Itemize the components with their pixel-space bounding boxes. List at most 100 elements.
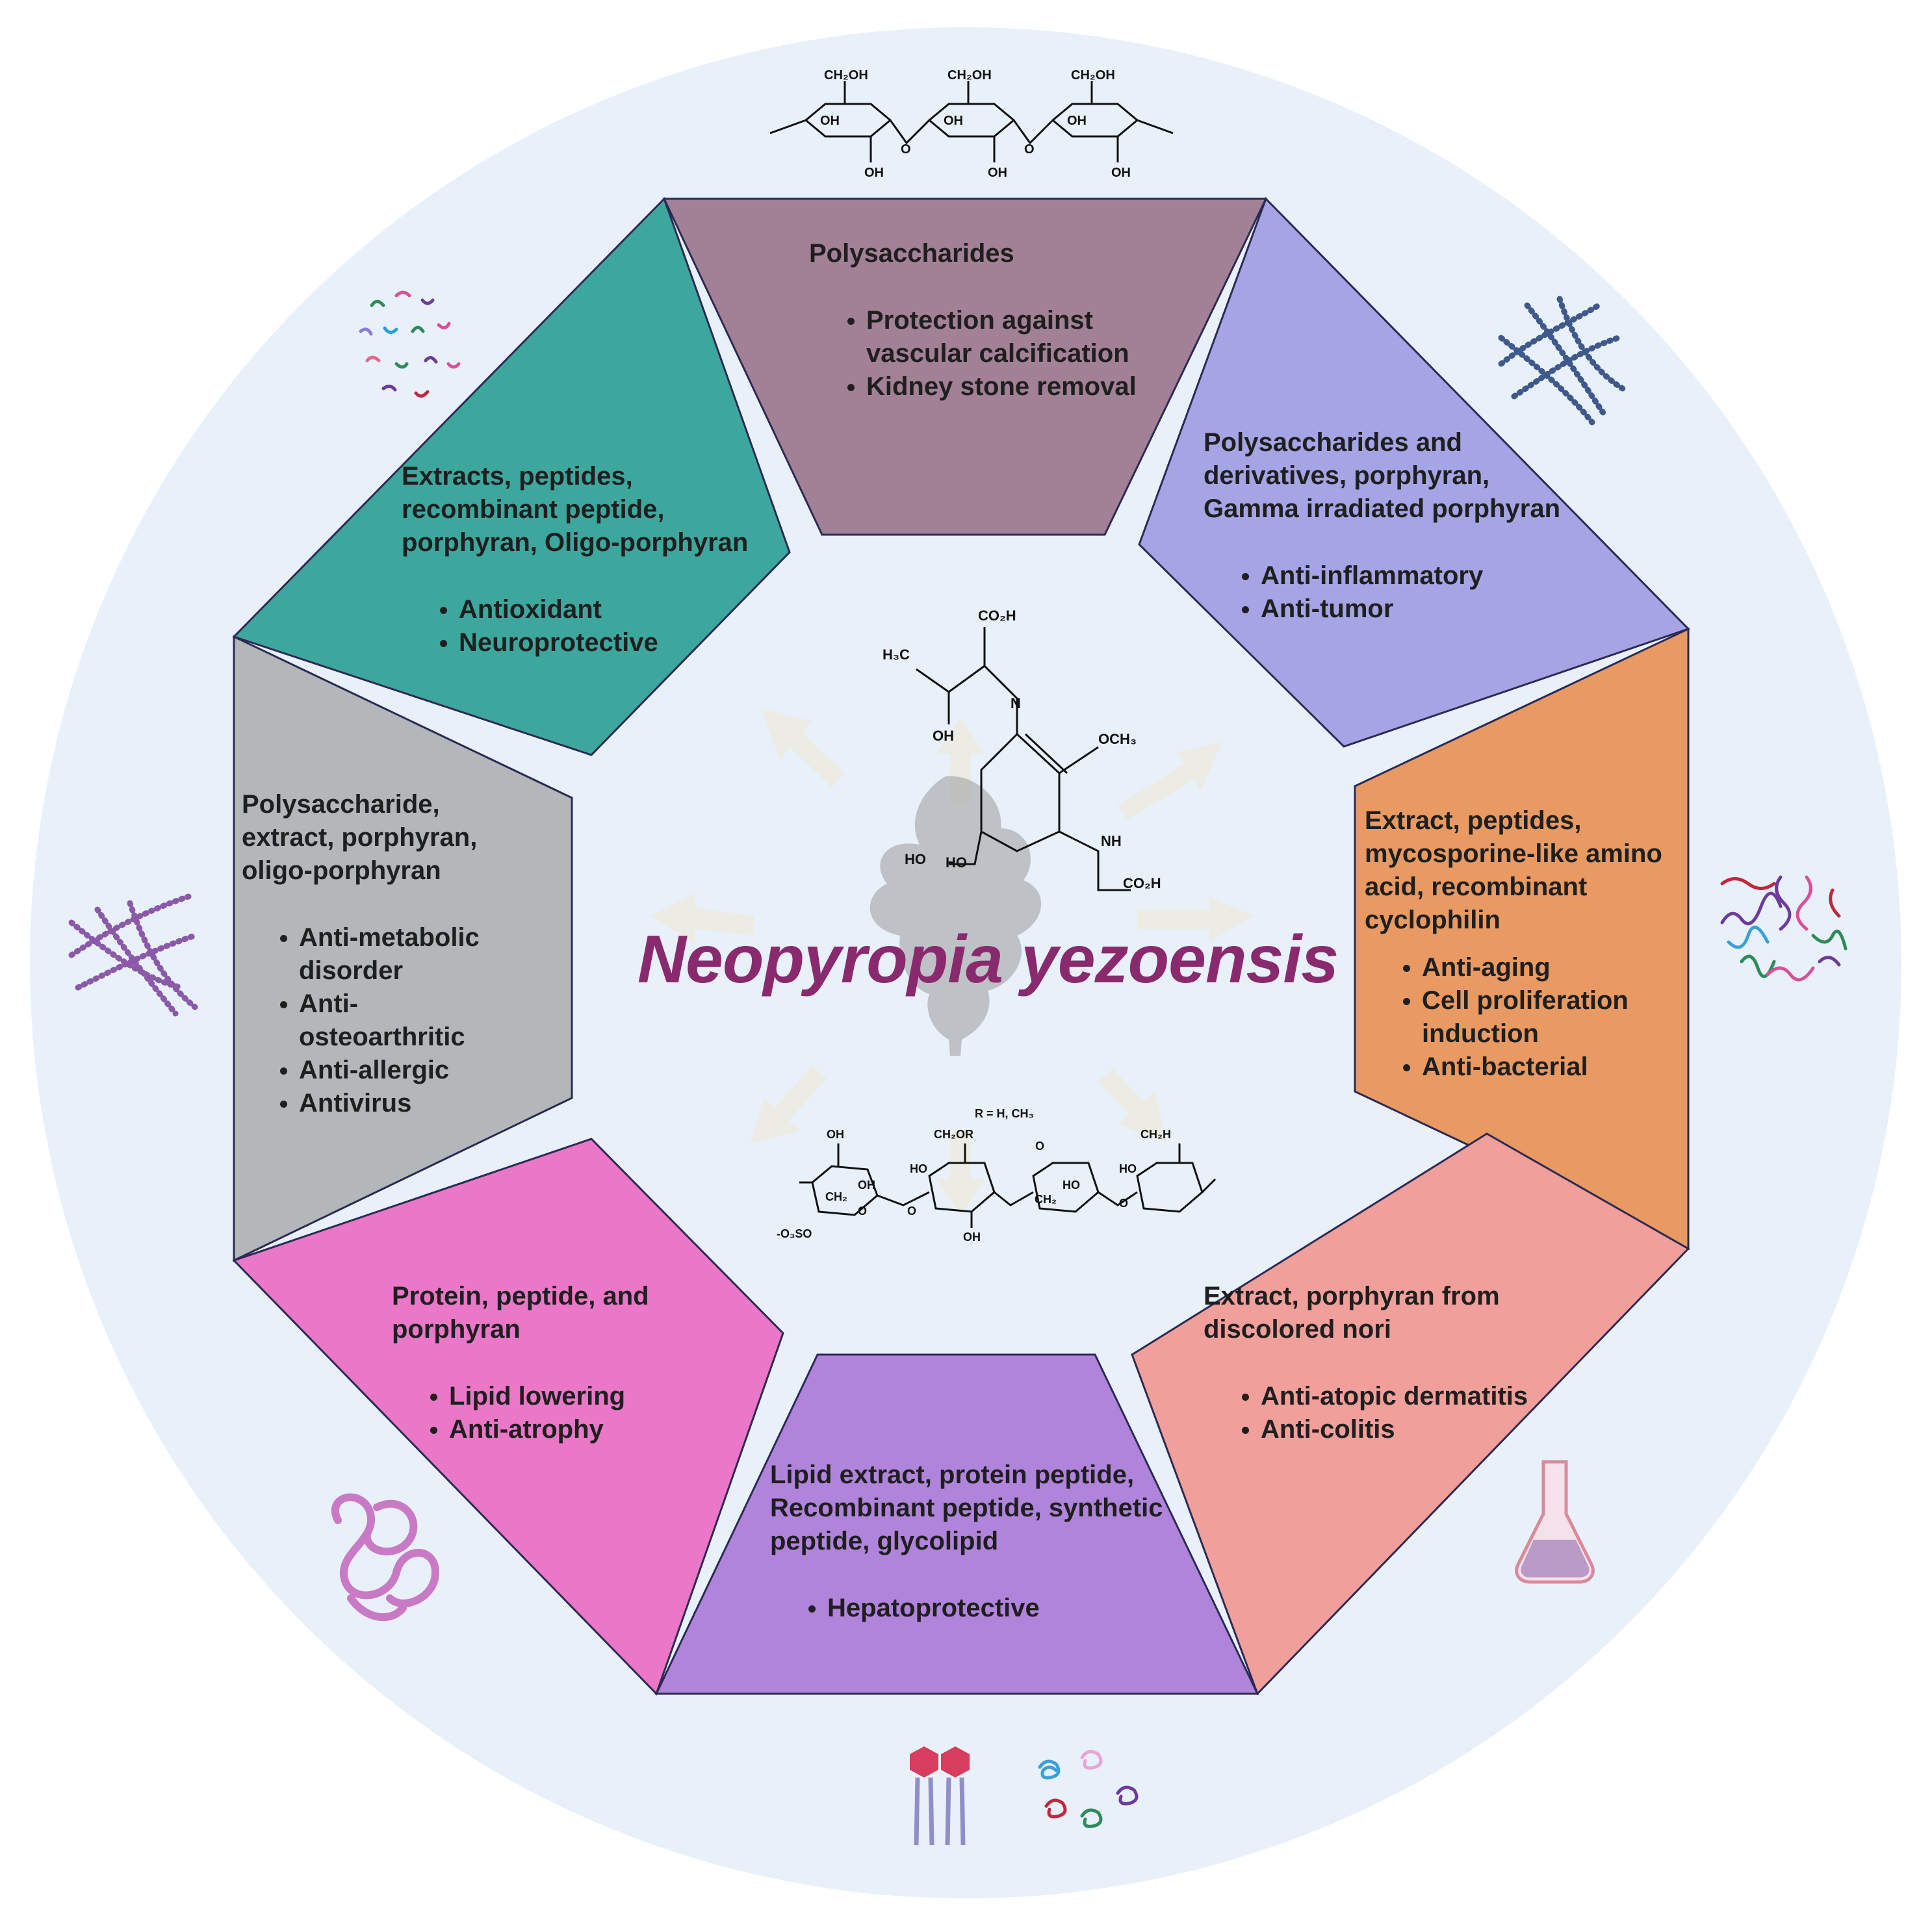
mycosporine-label: CO₂H [1123,875,1161,891]
coil [347,1594,407,1622]
polymer-strand [68,893,192,958]
seaweed-illustration [869,776,1042,1056]
segment-item: Anti-aging [1422,951,1677,984]
chain-label: OH [988,166,1007,180]
segment-item: Anti-osteoarthritic [299,988,502,1054]
squiggle [394,362,409,369]
squiggle [370,300,385,307]
chain-label: OH [820,114,840,128]
squiggle [359,327,373,336]
polymer-strand [1524,302,1608,419]
segment-heading: Extracts, peptides, recombinant peptide,… [402,462,749,557]
segment-heading: Polysaccharides and derivatives, porphyr… [1204,428,1561,523]
segment-list: Hepatoprotective [770,1592,1186,1625]
polymer-strand [127,900,198,1010]
strand [1766,966,1815,982]
segment-top-right: Polysaccharides and derivatives, porphyr… [1204,426,1574,626]
strand [1829,888,1841,918]
coil [363,1499,418,1555]
porphyran-label: HO [1063,1179,1080,1192]
protein-blob [1044,1798,1067,1818]
polysaccharide-chain-structure [769,81,1174,162]
porphyran-labels: R = H, CH₃ OH CH₂OR O CH₂H HO OH HO HO C… [777,1107,1171,1244]
coil [331,1493,440,1607]
protein-cluster-icon-bottom [1038,1750,1139,1828]
segment-item: Anti-inflammatory [1261,559,1574,593]
squiggles-icon-top-left [359,290,461,398]
mycosporine-label: OCH₃ [1098,731,1137,747]
phospholipid-icon-bottom [910,1746,970,1846]
squiggle [414,390,430,398]
porphyran-label: R = H, CH₃ [975,1107,1034,1120]
segment-item: Anti-allergic [299,1054,502,1087]
segment-item: Protection against vascular calcificatio… [866,304,1173,370]
flask-icon-bottom-right [1515,1460,1595,1584]
chain-label: CH₂OH [1071,68,1115,83]
strand [1727,925,1770,949]
squiggle [437,322,451,329]
arrow-up-left [760,708,845,787]
strand [1811,929,1848,951]
segment-heading: Protein, peptide, and porphyran [392,1282,649,1344]
protein-blob [1080,1808,1103,1828]
segment-top: Polysaccharides Protection against vascu… [809,237,1173,403]
porphyran-label: OH [963,1231,981,1244]
porphyran-label: CH₂ [825,1190,847,1203]
chain-label: O [901,142,911,157]
porphyran-label: O [1035,1140,1044,1153]
beaded-polymer-icon-left [68,893,198,1017]
segment-top-shape [662,198,1268,536]
polymer-strand [1498,335,1595,426]
segment-bottom: Lipid extract, protein peptide, Recombin… [770,1459,1186,1625]
squiggle [411,325,425,333]
polymer-strand [94,906,179,1017]
arrow-up-right [1118,742,1222,820]
segment-left-shape [233,635,573,1262]
segment-heading: Polysaccharide, extract, porphyran, olig… [242,790,478,885]
protein-coil-icon-bottom-left [331,1493,440,1622]
segment-list: Antioxidant Neuroprotective [402,593,766,659]
mycosporine-label: HO [905,851,926,867]
porphyran-label: CH₂H [1140,1128,1171,1141]
porphyran-label: O [858,1205,867,1218]
lipid-head [941,1746,970,1778]
mycosporine-labels: CO₂H H₃C OH N OCH₃ HO HO NH CO₂H [882,607,1161,891]
polymer-strand [68,919,185,991]
segment-list: Anti-metabolic disorder Anti-osteoarthri… [242,921,502,1120]
chain-label: O [1024,142,1035,157]
squiggle [381,385,397,392]
squiggle [420,298,435,305]
strand [1720,877,1776,890]
segment-right: Extract, peptides, mycosporine-like amin… [1365,804,1677,1084]
arrow-down-left [751,1065,827,1143]
segment-item: Kidney stone removal [866,370,1173,403]
segment-right-shape [1354,627,1690,1251]
segment-item: Antioxidant [459,593,766,626]
segment-top-right-shape [1138,197,1690,748]
protein-blob [1080,1750,1103,1770]
porphyran-label: CH₂OR [934,1128,973,1141]
segment-item: Anti-colitis [1261,1413,1554,1446]
radial-arrows [650,708,1254,1215]
segment-bottom-left-shape [232,1138,784,1696]
strand [1775,875,1792,931]
mycosporine-label: HO [946,854,967,871]
lipid-tails [914,1777,966,1846]
porphyran-links [799,1143,1217,1228]
segment-top-left: Extracts, peptides, recombinant peptide,… [402,460,766,659]
chain-label: OH [1067,114,1087,128]
squiggle [394,290,411,298]
segment-heading: Lipid extract, protein peptide, Recombin… [770,1461,1163,1555]
mycosporine-label: CO₂H [978,607,1016,624]
segment-list: Anti-aging Cell proliferation induction … [1365,951,1677,1084]
segment-bottom-right-shape [1131,1132,1690,1696]
arrow-down [936,1130,985,1215]
squiggle [424,356,438,364]
strand [1818,956,1841,967]
segment-item: Anti-metabolic disorder [299,921,502,988]
porphyran-label: HO [1119,1162,1137,1175]
polysaccharide-chain-labels: CH₂OH CH₂OH CH₂OH OH OH OH O O OH OH OH [820,68,1131,180]
mycosporine-label: OH [933,728,954,744]
arrow-right [1137,897,1254,942]
mycosporine-bonds [916,627,1131,891]
